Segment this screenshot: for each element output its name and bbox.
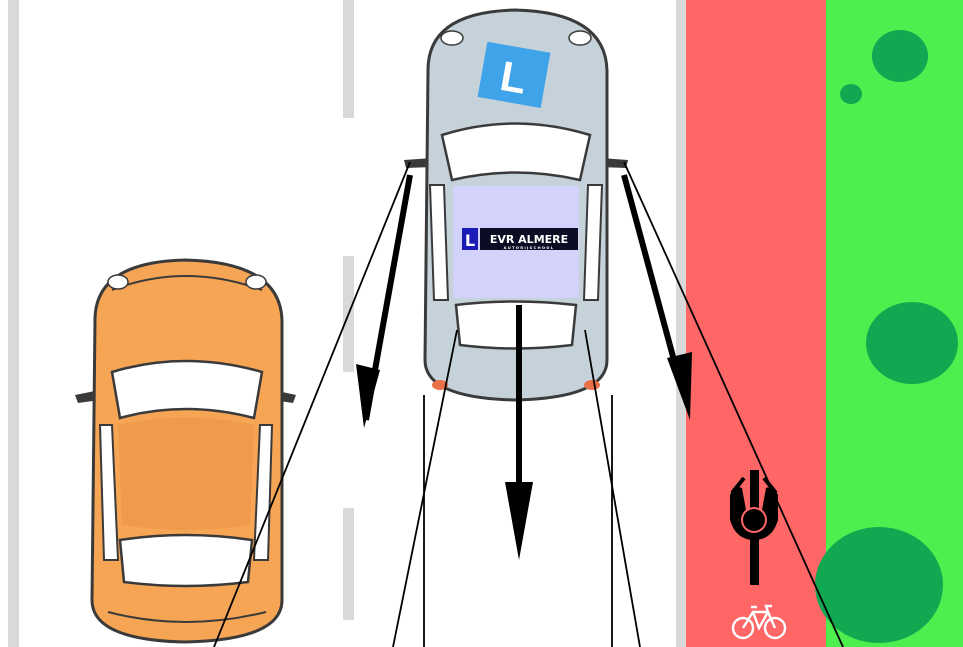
bush <box>840 84 862 104</box>
bush <box>866 302 958 384</box>
bush <box>872 30 928 82</box>
orange-car <box>75 260 296 642</box>
headlight <box>441 31 463 45</box>
side-window <box>430 185 448 300</box>
l-plate: L <box>478 42 551 108</box>
logo-letter: L <box>465 231 475 250</box>
left-edge-line <box>8 0 19 647</box>
cyclist-head <box>743 509 765 531</box>
windshield <box>112 361 262 418</box>
windshield <box>442 124 590 181</box>
side-window <box>584 185 602 300</box>
rear-window <box>120 535 252 586</box>
headlight <box>246 275 266 289</box>
right-edge-line <box>676 0 686 647</box>
logo-subtitle: AUTORIJSCHOOL <box>504 245 555 250</box>
lane-dash <box>343 0 354 118</box>
tail-light <box>584 380 600 390</box>
roof <box>118 418 254 531</box>
headlight <box>569 31 591 45</box>
headlight <box>108 275 128 289</box>
lane-dash <box>343 508 354 620</box>
